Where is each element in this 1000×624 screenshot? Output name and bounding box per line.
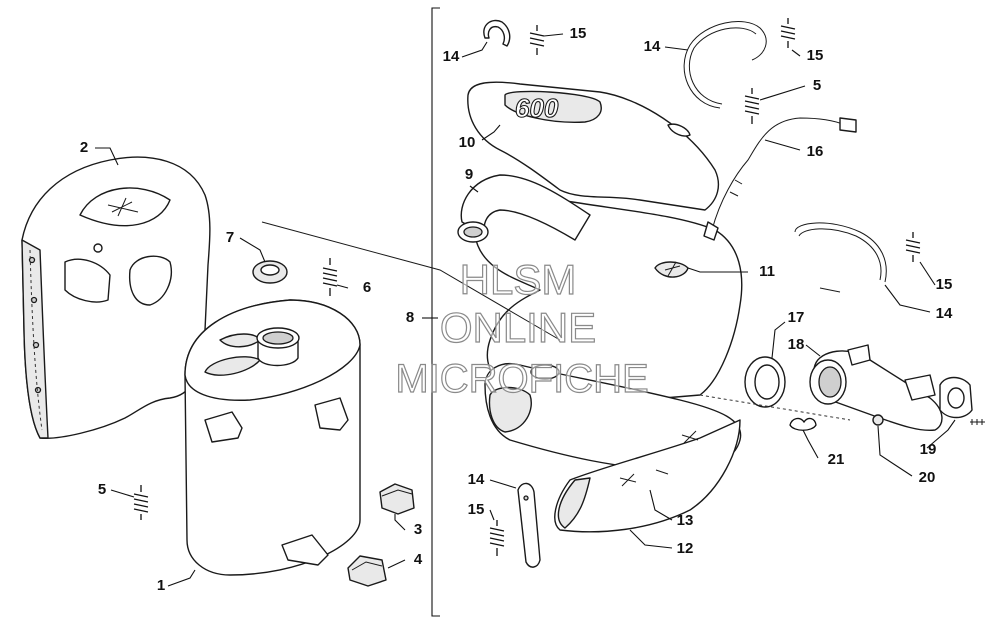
callout-8: 8 [406,309,414,326]
callout-1: 1 [157,577,165,594]
spring-right-mid [905,232,921,262]
callout-21: 21 [828,451,845,468]
gasket-ring [744,356,786,408]
callout-15-bottom: 15 [468,501,485,518]
spring-top-2 [780,18,796,48]
callout-12: 12 [677,540,694,557]
callout-15-right: 15 [936,276,953,293]
emboss-600: 600 [515,93,559,123]
callout-14-right: 14 [936,305,953,322]
watermark-line-3: MICROFICHE [395,357,648,401]
spring-bottom-center [489,520,505,556]
spring-top-1 [529,25,545,55]
expansion-chamber [474,195,743,471]
spring-upper-left [133,485,149,520]
spring-5-right [744,88,760,124]
exhaust-manifold [809,344,943,432]
callout-9: 9 [465,166,473,183]
watermark-line-1: HLSM [460,256,577,303]
callout-4: 4 [414,551,423,568]
alignment-line-7 [261,221,561,341]
grommet [252,260,288,284]
spring-center [322,258,338,296]
clamp-band-top-left [483,19,511,47]
clamp-band-top-right [683,21,767,109]
callout-16: 16 [807,143,824,160]
callout-18: 18 [788,336,805,353]
callout-14-top-right: 14 [644,38,661,55]
rubber-mount-lower [347,555,387,587]
inlet-pipe [457,174,591,243]
heat-shield-cover [21,156,211,439]
leader-lines [95,33,956,587]
flange-gasket [939,376,985,425]
lower-heat-shield [554,419,741,533]
nut [872,414,884,426]
callout-17: 17 [788,309,805,326]
sensor-cable [703,117,857,241]
callout-5-left: 5 [98,481,106,498]
clamp-band-right [794,222,887,293]
callout-5-right: 5 [813,77,821,94]
callout-13: 13 [677,512,694,529]
callout-10: 10 [459,134,476,151]
section-bracket [431,7,440,617]
rubber-mount-upper [379,483,415,515]
callout-11: 11 [759,263,775,280]
callout-19: 19 [920,441,937,458]
chamber-top-shield: 600 [467,81,720,211]
spring-small-21 [789,417,817,431]
callout-7: 7 [226,229,234,246]
callout-6: 6 [363,279,371,296]
callout-20: 20 [919,469,936,486]
callout-3: 3 [414,521,422,538]
callout-2: 2 [80,139,88,156]
callout-15-top-right: 15 [807,47,824,64]
watermark-line-2: ONLINE [440,304,596,351]
callout-14-bottom: 14 [468,471,485,488]
callout-14-top-left: 14 [443,48,460,65]
muffler-body [184,299,361,576]
callout-15-top-left: 15 [570,25,587,42]
clamp-strap-bottom [517,482,541,568]
alignment-line [699,394,851,421]
